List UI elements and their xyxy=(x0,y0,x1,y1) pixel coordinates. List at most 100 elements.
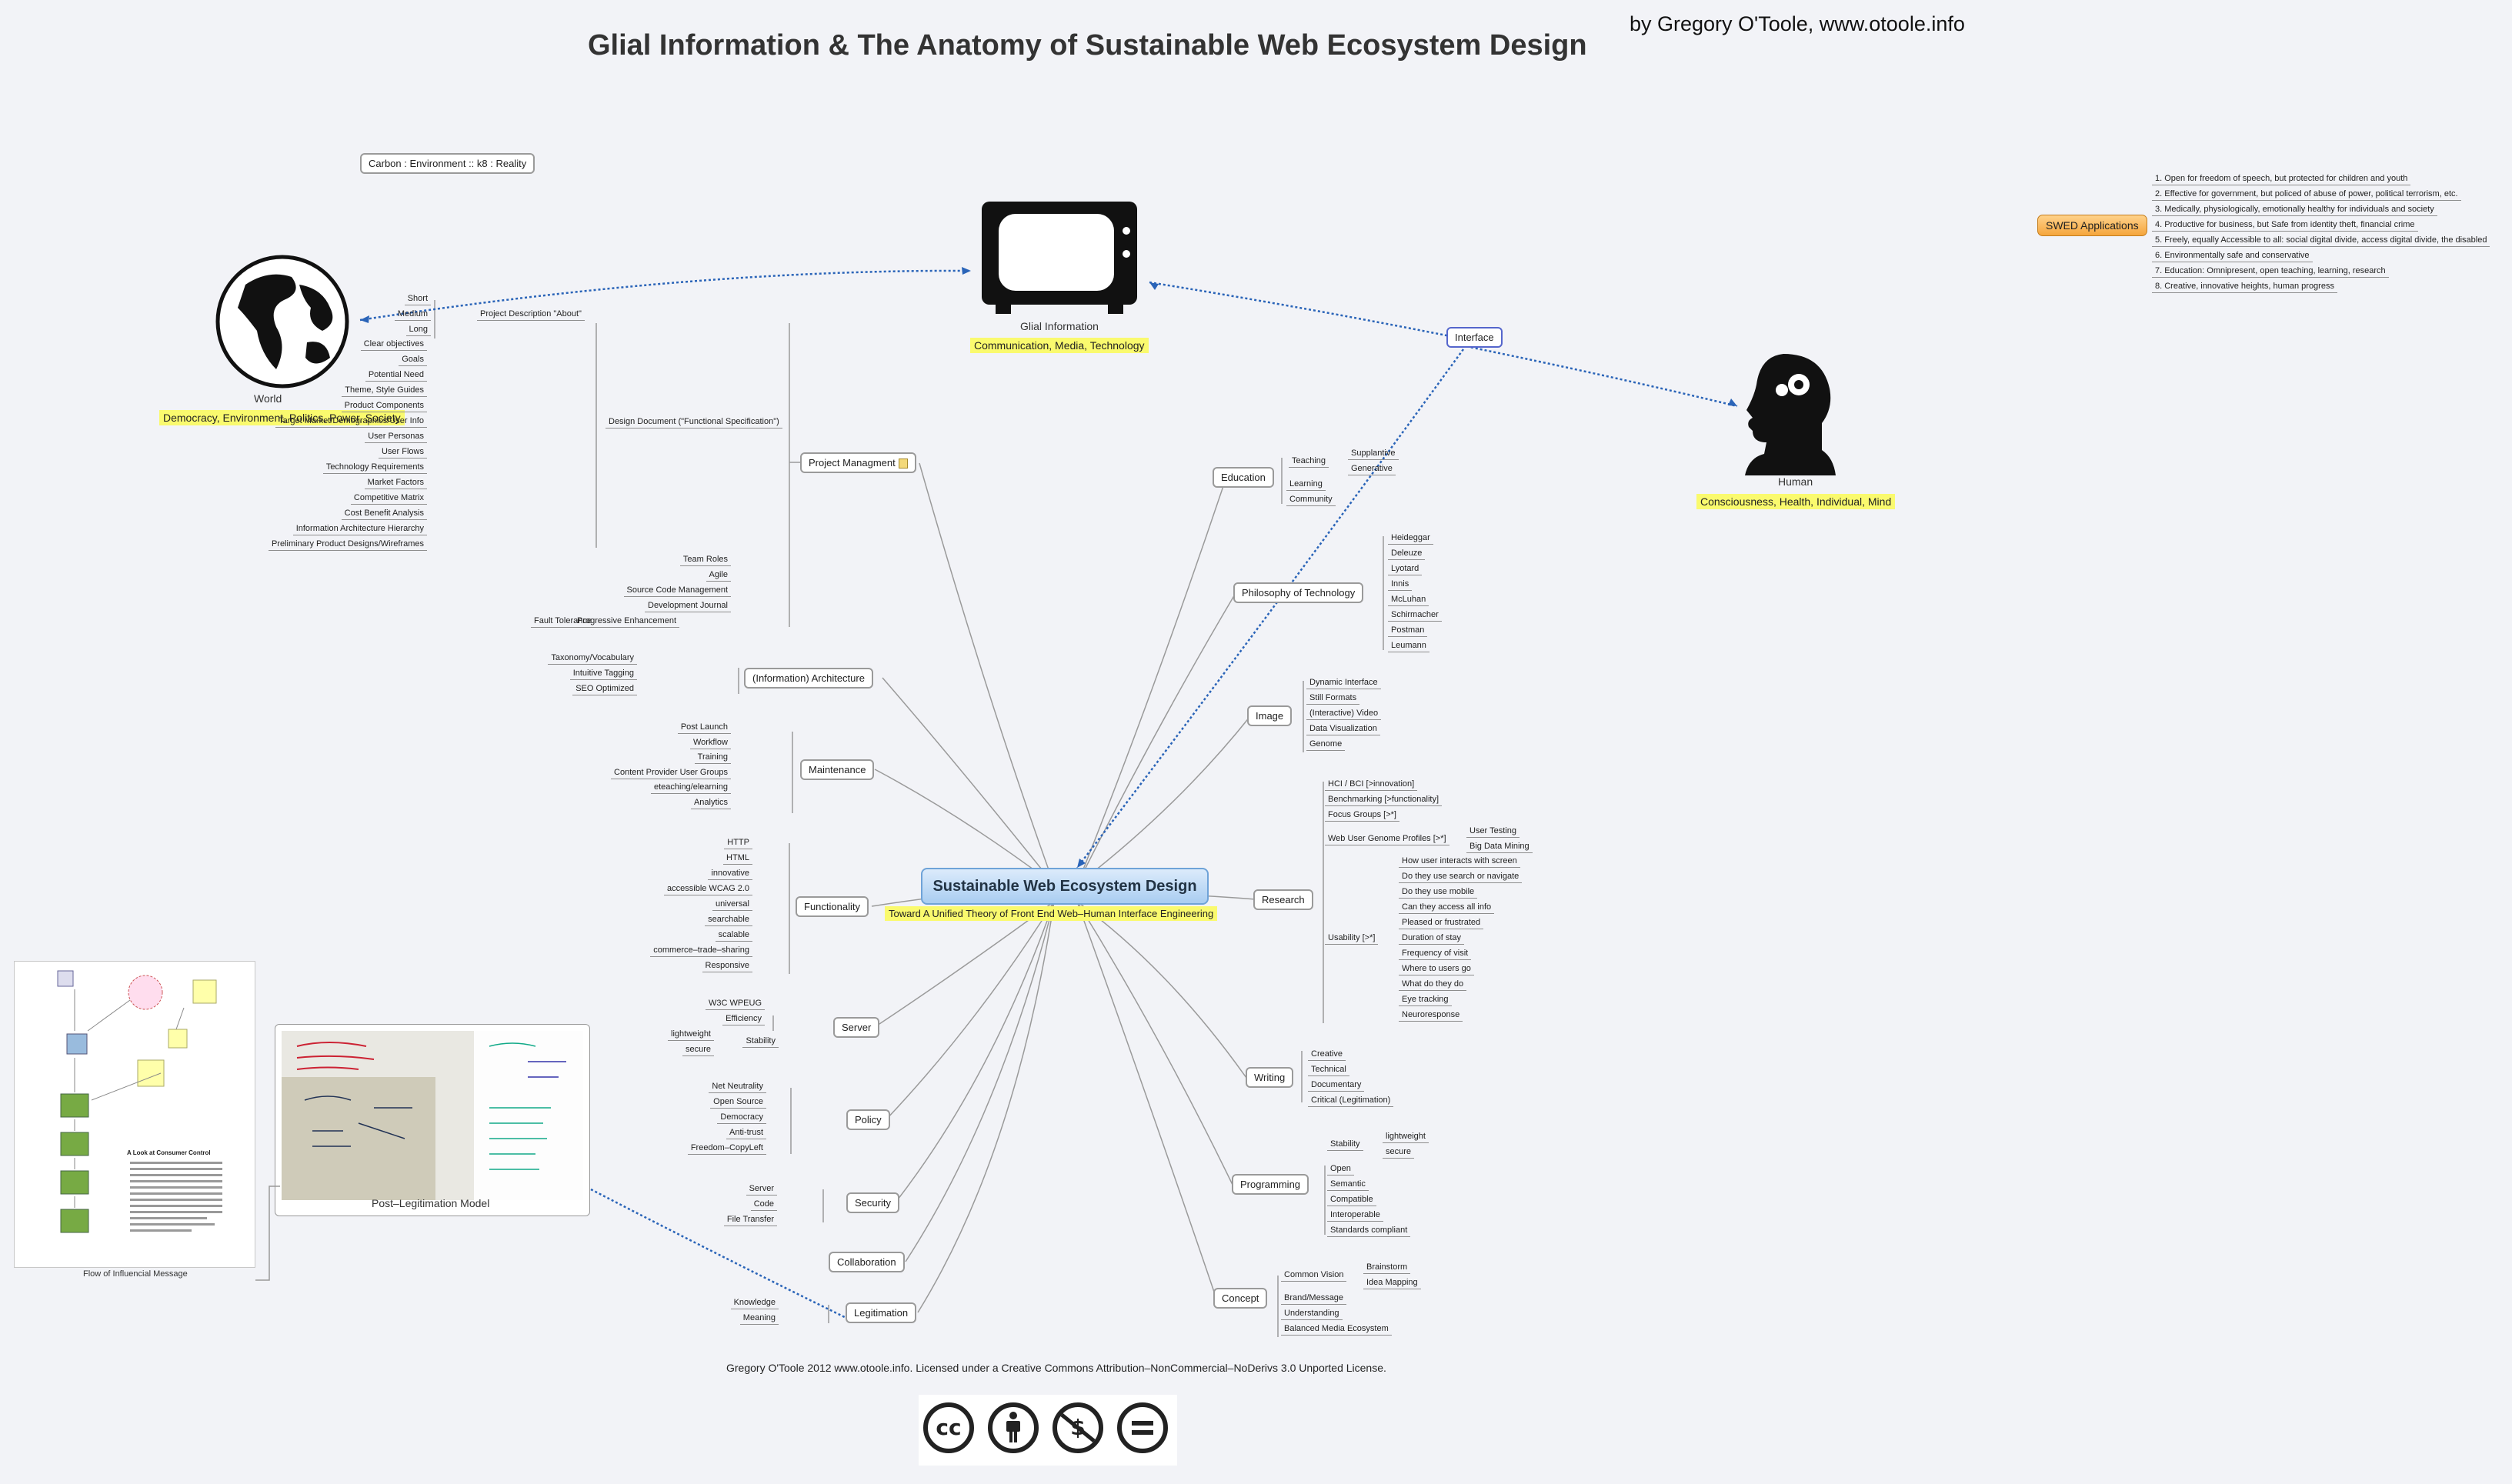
programming-item[interactable]: Semantic xyxy=(1327,1179,1369,1191)
server-item[interactable]: W3C WPEUG xyxy=(705,998,765,1010)
maintenance-item[interactable]: Workflow xyxy=(689,737,731,749)
research-item[interactable]: HCI / BCI [>innovation] xyxy=(1325,779,1418,791)
fault-tolerance[interactable]: Fault Tolerance xyxy=(530,615,595,628)
security-item[interactable]: Server xyxy=(746,1183,777,1196)
writing-node[interactable]: Writing xyxy=(1246,1067,1294,1088)
about-item[interactable]: Medium xyxy=(394,308,431,321)
philosopher[interactable]: McLuhan xyxy=(1388,594,1429,606)
concept-item[interactable]: Brand/Message xyxy=(1281,1292,1347,1305)
programming-stability[interactable]: Stability xyxy=(1327,1139,1363,1151)
architecture-item[interactable]: SEO Optimized xyxy=(572,683,637,695)
vision-item[interactable]: Idea Mapping xyxy=(1363,1277,1421,1289)
teaching-item[interactable]: Supplantive xyxy=(1348,448,1399,460)
legitimation-item[interactable]: Knowledge xyxy=(730,1297,779,1309)
design-doc-item[interactable]: Potential Need xyxy=(365,369,427,382)
philosopher[interactable]: Lyotard xyxy=(1388,563,1423,575)
education-item[interactable]: Learning xyxy=(1286,479,1326,491)
genome-profiles[interactable]: Web User Genome Profiles [>*] xyxy=(1325,833,1449,845)
design-doc-item[interactable]: Market Factors xyxy=(364,477,427,489)
concept-item[interactable]: Balanced Media Ecosystem xyxy=(1281,1323,1392,1336)
architecture-item[interactable]: Intuitive Tagging xyxy=(569,668,637,680)
image-item[interactable]: (Interactive) Video xyxy=(1306,708,1382,720)
programming-item[interactable]: Compatible xyxy=(1327,1194,1376,1206)
swed-item[interactable]: 8. Creative, innovative heights, human p… xyxy=(2152,281,2337,293)
swed-item[interactable]: 3. Medically, physiologically, emotional… xyxy=(2152,204,2437,216)
concept-node[interactable]: Concept xyxy=(1213,1288,1268,1309)
legitimation-node[interactable]: Legitimation xyxy=(846,1302,917,1323)
design-doc-item[interactable]: Goals xyxy=(399,354,427,366)
usability-item[interactable]: Eye tracking xyxy=(1399,994,1452,1006)
functionality-item[interactable]: commerce–trade–sharing xyxy=(650,945,752,957)
philosopher[interactable]: Heideggar xyxy=(1388,532,1433,545)
project-item[interactable]: Team Roles xyxy=(679,554,731,566)
philosopher[interactable]: Leumann xyxy=(1388,640,1429,652)
maintenance-item[interactable]: Post Launch xyxy=(677,722,731,734)
policy-item[interactable]: Net Neutrality xyxy=(709,1081,766,1093)
project-item[interactable]: Development Journal xyxy=(645,600,731,612)
security-node[interactable]: Security xyxy=(846,1192,899,1213)
research-item[interactable]: Focus Groups [>*] xyxy=(1325,809,1399,822)
usability-item[interactable]: Do they use mobile xyxy=(1399,886,1478,899)
security-item[interactable]: File Transfer xyxy=(723,1214,777,1226)
teaching[interactable]: Teaching xyxy=(1289,455,1329,468)
maintenance-node[interactable]: Maintenance xyxy=(800,759,875,780)
usability-item[interactable]: Duration of stay xyxy=(1399,932,1465,945)
server-item[interactable]: Efficiency xyxy=(722,1013,765,1025)
usability-item[interactable]: Pleased or frustrated xyxy=(1399,917,1484,929)
functionality-item[interactable]: scalable xyxy=(715,929,752,942)
usability-item[interactable]: Do they use search or navigate xyxy=(1399,871,1523,883)
image-item[interactable]: Genome xyxy=(1306,739,1346,751)
philosopher[interactable]: Innis xyxy=(1388,579,1413,591)
design-doc-item[interactable]: Cost Benefit Analysis xyxy=(341,508,427,520)
research-node[interactable]: Research xyxy=(1253,889,1313,910)
functionality-item[interactable]: searchable xyxy=(705,914,752,926)
design-doc-item[interactable]: Preliminary Product Designs/Wireframes xyxy=(268,539,427,551)
design-doc-item[interactable]: Product Components xyxy=(341,400,427,412)
security-item[interactable]: Code xyxy=(750,1199,777,1211)
swed-item[interactable]: 2. Effective for government, but policed… xyxy=(2152,188,2461,201)
maintenance-item[interactable]: eteaching/elearning xyxy=(650,782,731,794)
policy-item[interactable]: Democracy xyxy=(717,1112,766,1124)
programming-node[interactable]: Programming xyxy=(1232,1174,1309,1195)
usability-item[interactable]: Where to users go xyxy=(1399,963,1474,975)
swed-item[interactable]: 1. Open for freedom of speech, but prote… xyxy=(2152,173,2411,185)
vision-item[interactable]: Brainstorm xyxy=(1363,1262,1411,1274)
programming-stability-item[interactable]: lightweight xyxy=(1383,1131,1429,1143)
usability-item[interactable]: Frequency of visit xyxy=(1399,948,1472,960)
swed-item[interactable]: 4. Productive for business, but Safe fro… xyxy=(2152,219,2418,232)
architecture-item[interactable]: Taxonomy/Vocabulary xyxy=(548,652,637,665)
design-doc-item[interactable]: Information Architecture Hierarchy xyxy=(292,523,427,535)
maintenance-item[interactable]: Content Provider User Groups xyxy=(611,767,731,779)
writing-item[interactable]: Documentary xyxy=(1308,1079,1365,1092)
common-vision[interactable]: Common Vision xyxy=(1281,1269,1347,1282)
functionality-node[interactable]: Functionality xyxy=(796,896,869,917)
writing-item[interactable]: Technical xyxy=(1308,1064,1349,1076)
server-stability[interactable]: Stability xyxy=(742,1035,779,1048)
policy-item[interactable]: Anti-trust xyxy=(726,1127,766,1139)
design-doc-label[interactable]: Design Document ("Functional Specificati… xyxy=(605,416,782,429)
research-item[interactable]: Benchmarking [>functionality] xyxy=(1325,794,1442,806)
philosopher[interactable]: Schirmacher xyxy=(1388,609,1442,622)
programming-item[interactable]: Open xyxy=(1327,1163,1354,1176)
functionality-item[interactable]: innovative xyxy=(708,868,752,880)
functionality-item[interactable]: Responsive xyxy=(702,960,752,972)
about-item[interactable]: Long xyxy=(405,324,431,336)
usability-item[interactable]: What do they do xyxy=(1399,979,1467,991)
policy-item[interactable]: Open Source xyxy=(710,1096,766,1109)
genome-item[interactable]: User Testing xyxy=(1466,825,1520,838)
server-stability-item[interactable]: lightweight xyxy=(668,1029,714,1041)
functionality-item[interactable]: HTTP xyxy=(724,837,752,849)
image-item[interactable]: Dynamic Interface xyxy=(1306,677,1381,689)
usability-item[interactable]: How user interacts with screen xyxy=(1399,855,1520,868)
design-doc-item[interactable]: Technology Requirements xyxy=(322,462,427,474)
usability[interactable]: Usability [>*] xyxy=(1325,932,1379,945)
about-label[interactable]: Project Description "About" xyxy=(477,308,585,321)
project-management-node[interactable]: Project Managment xyxy=(800,452,916,474)
writing-item[interactable]: Creative xyxy=(1308,1049,1346,1061)
swed-item[interactable]: 6. Environmentally safe and conservative xyxy=(2152,250,2313,262)
design-doc-item[interactable]: Theme, Style Guides xyxy=(342,385,427,397)
progressive-enhancement[interactable]: Progressive Enhancement xyxy=(573,615,679,628)
education-node[interactable]: Education xyxy=(1213,467,1274,488)
philosopher[interactable]: Deleuze xyxy=(1388,548,1426,560)
image-item[interactable]: Still Formats xyxy=(1306,692,1360,705)
